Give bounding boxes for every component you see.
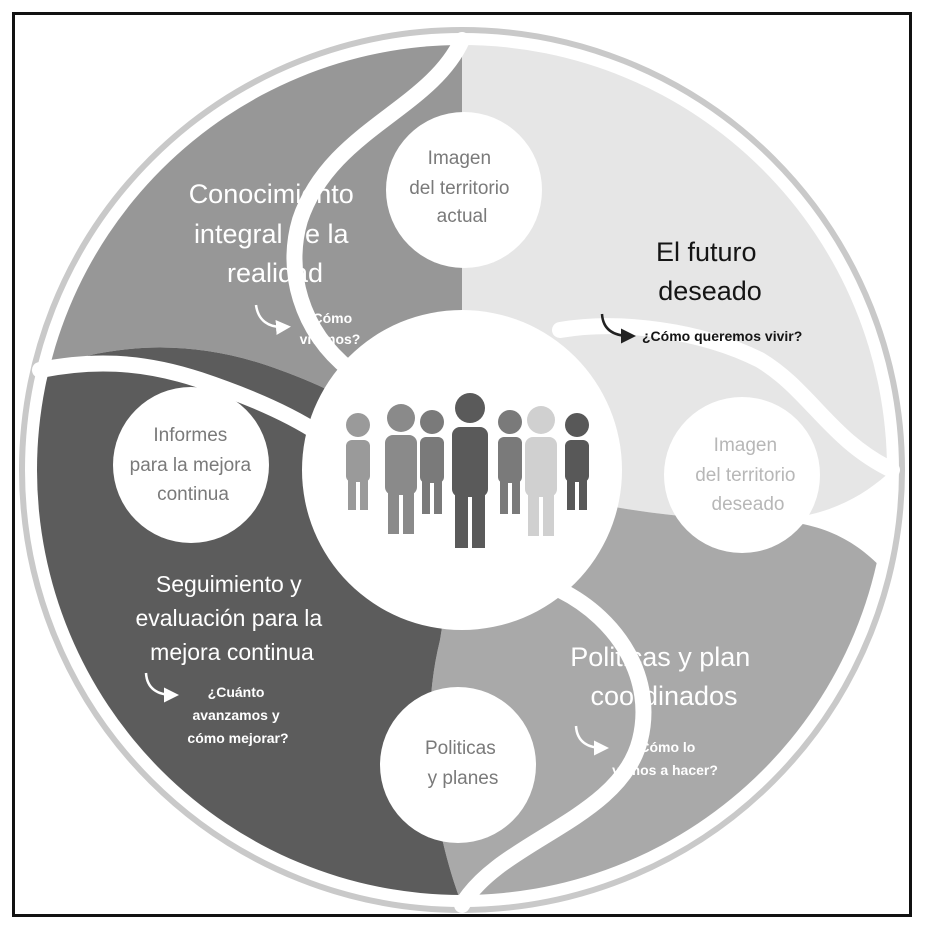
circle-right-text: Imagen del territorio deseado [695,435,801,515]
arrow-top-left [254,304,291,336]
people-group-icon [346,393,589,548]
arrow-bottom-right [574,725,609,756]
circle-top-left-text: Imagen del territorio actual [409,148,515,227]
circle-left [113,387,269,543]
question-bottom-left: ¿Cuánto avanzamos y cómo mejorar? [187,684,288,746]
circle-bottom [380,687,536,843]
circle-right [664,397,820,553]
title-top-left: Conocimiento integral de la realidad [189,179,362,288]
question-bottom-right: ¿Cómo lo vamos a hacer? [612,739,718,778]
question-top-left: ¿Cómo vivimos? [300,310,361,347]
circle-top-left [386,112,542,268]
circle-bottom-text: Politicas y planes [425,738,501,789]
title-bottom-left: Seguimiento y evaluación para la mejora … [135,571,328,665]
arrow-bottom-left [144,672,179,703]
arrow-top-right [600,313,636,344]
title-top-right: El futuro deseado [656,237,764,306]
question-top-right: ¿Cómo queremos vivir? [642,328,802,344]
title-bottom-right: Politicas y plan coordinados [570,642,758,711]
circle-left-text: Informes para la mejora continua [130,425,257,505]
